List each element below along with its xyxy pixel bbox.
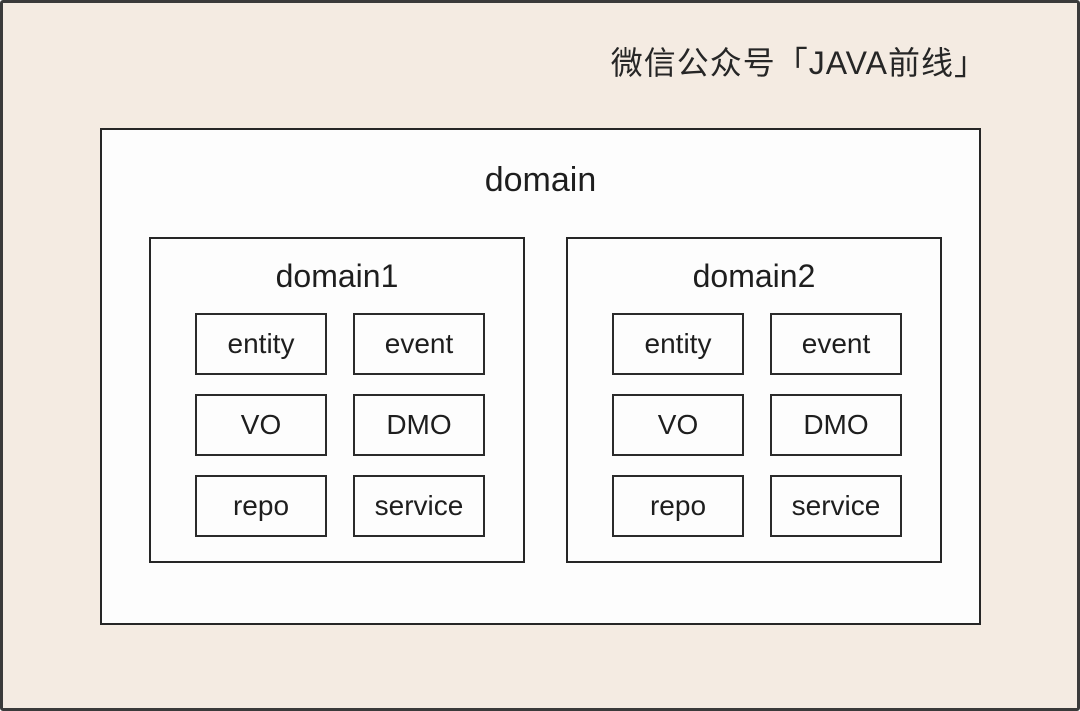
domain1-box-vo: VO	[195, 394, 327, 456]
subdomain-label-domain2: domain2	[692, 258, 816, 294]
domain2-box-event: event	[770, 313, 902, 375]
domain2-box-entity: entity	[612, 313, 744, 375]
domain1-box-service: service	[353, 475, 485, 537]
subdomain-box-domain2: domain2 entity event VO DMO repo service	[566, 237, 942, 563]
domain2-box-vo: VO	[612, 394, 744, 456]
subdomain-box-domain1: domain1 entity event VO DMO repo service	[149, 237, 525, 563]
watermark-title: 微信公众号「JAVA前线」	[610, 45, 987, 81]
domain2-component-grid: entity event VO DMO repo service	[612, 313, 902, 537]
domain1-component-grid: entity event VO DMO repo service	[195, 313, 485, 537]
subdomain-label-domain1: domain1	[275, 258, 399, 294]
domain1-box-dmo: DMO	[353, 394, 485, 456]
domain1-box-entity: entity	[195, 313, 327, 375]
domain1-box-event: event	[353, 313, 485, 375]
domain2-box-service: service	[770, 475, 902, 537]
domain-container: domain domain1 entity event VO DMO repo …	[100, 128, 981, 625]
domain2-box-dmo: DMO	[770, 394, 902, 456]
domain2-box-repo: repo	[612, 475, 744, 537]
domain-label: domain	[484, 161, 597, 199]
domain1-box-repo: repo	[195, 475, 327, 537]
